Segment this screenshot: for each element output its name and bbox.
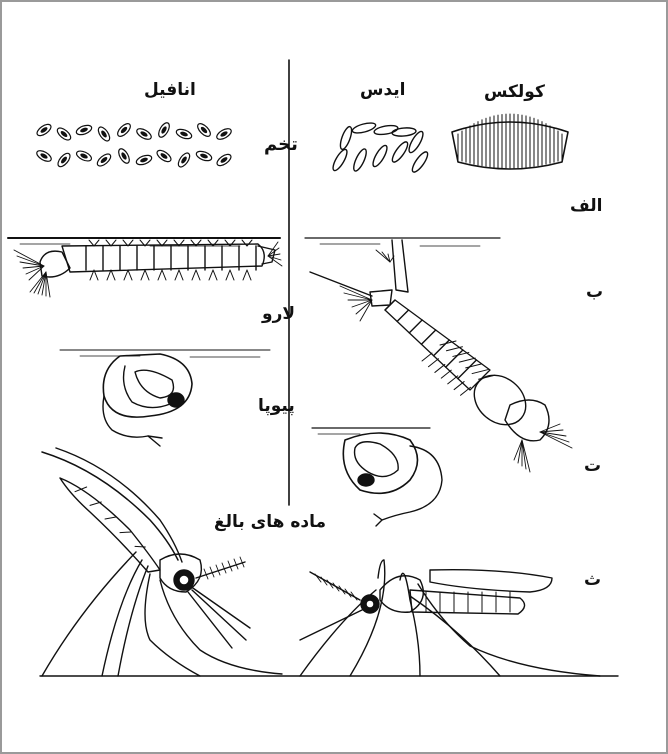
row-letter-a: الف [570,196,602,216]
label-pupa: پیوپا [258,396,295,416]
anopheles-adult [42,448,282,676]
label-larva: لارو [262,304,295,324]
anopheles-larva [14,240,282,297]
culex-egg-raft [452,114,568,169]
row-letter-b: ب [586,282,603,302]
label-egg: تخم [264,134,298,155]
row-letter-d: ث [584,570,601,590]
aedes-eggs [331,121,431,174]
culex-pupa [343,433,442,526]
anopheles-eggs [35,121,233,169]
label-anopheles: انافیل [144,80,196,100]
label-aedes: ایدس [360,80,406,100]
culex-adult [300,560,600,676]
row-letter-c: ت [584,456,601,476]
label-adult-females: ماده های بالغ [214,512,326,532]
culex-larva [310,240,572,472]
anopheles-pupa [103,354,192,446]
label-culex: کولکس [484,82,545,102]
